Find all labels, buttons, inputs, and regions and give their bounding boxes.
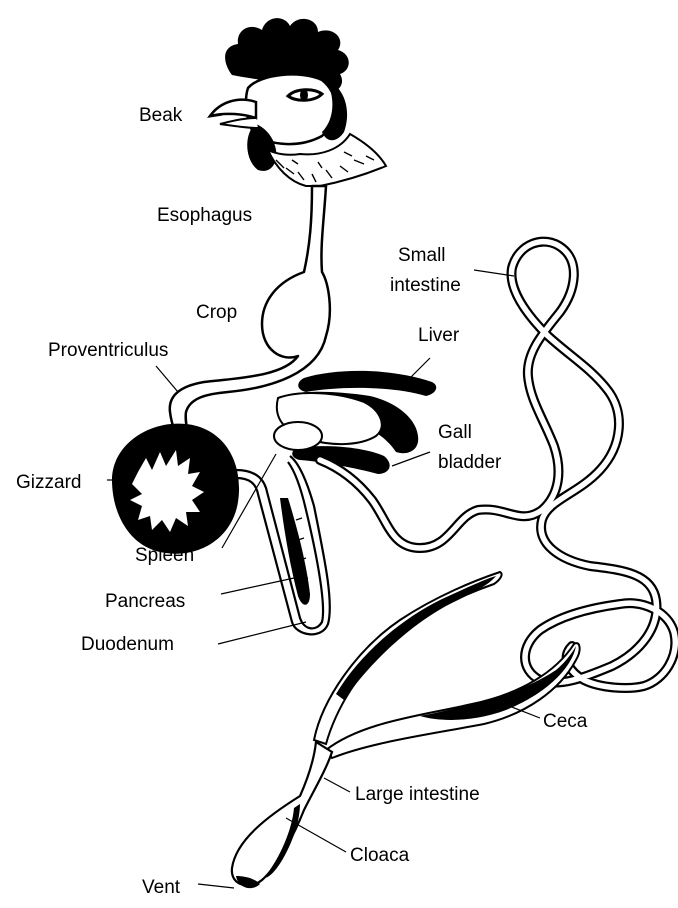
label-proventriculus: Proventriculus [48,340,168,361]
leader-gall-bladder [392,452,430,466]
label-gizzard: Gizzard [16,472,81,493]
chicken-head [210,18,386,186]
duodenum [236,456,330,634]
label-small-intestine-line2: intestine [390,275,461,296]
leader-cloaca [286,818,346,852]
leader-duodenum [218,622,306,644]
ceca [314,572,580,758]
label-beak: Beak [139,105,183,126]
label-ceca: Ceca [543,711,588,732]
pancreas [280,498,310,605]
leader-vent [198,884,234,888]
label-duodenum: Duodenum [81,634,174,655]
label-spleen: Spleen [135,545,194,566]
large-intestine-cloaca [232,742,332,888]
gizzard [112,424,239,554]
label-esophagus: Esophagus [157,205,252,226]
leader-liver [408,358,430,380]
label-large-intestine: Large intestine [355,784,480,805]
leader-large-intestine [324,778,350,792]
label-cloaca: Cloaca [350,845,410,866]
label-gall-bladder-line2: bladder [438,452,502,473]
label-crop: Crop [196,302,237,323]
label-vent: Vent [142,877,181,898]
labels: Beak Esophagus Small intestine Crop Live… [16,105,588,898]
spleen [274,422,322,450]
label-pancreas: Pancreas [105,591,185,612]
label-small-intestine-line1: Small [398,245,446,266]
label-liver: Liver [418,325,460,346]
leader-proventriculus [156,366,178,392]
label-gall-bladder-line1: Gall [438,422,472,443]
